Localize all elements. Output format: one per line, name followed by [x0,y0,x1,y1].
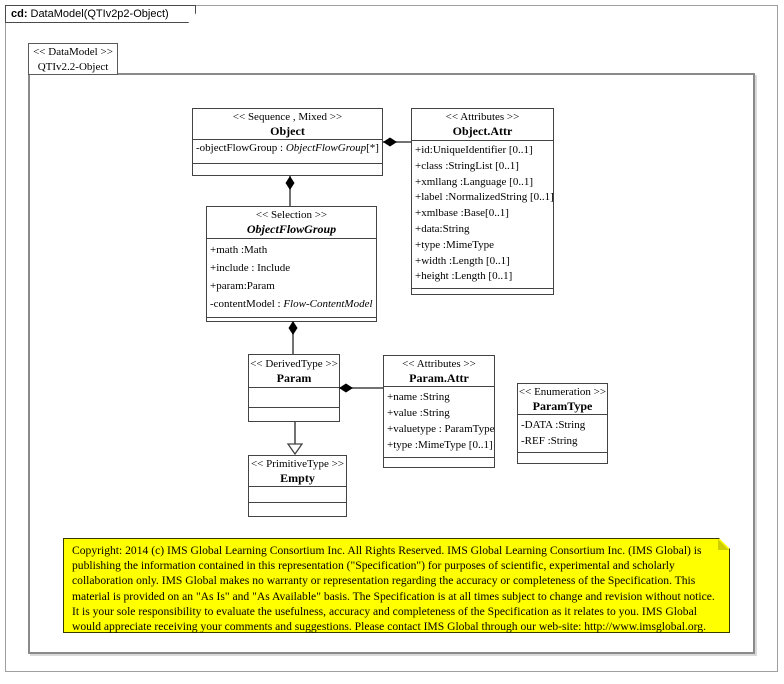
class-param-attr-stereotype: << Attributes >> [402,357,476,370]
class-object-attr-attributes: +id:UniqueIdentifier [0..1] +class :Stri… [412,141,553,289]
attribute-row: +xmlbase :Base[0..1] [415,207,509,220]
attribute-row: -REF :String [521,435,578,447]
class-empty-name: Empty [280,470,315,485]
attribute-row: +math :Math [210,244,268,256]
diagram-title: DataModel(QTIv2p2-Object) [30,8,169,20]
class-paramtype-name: ParamType [532,398,593,413]
class-objectflowgroup-attributes: +math :Math +include : Include +param:Pa… [207,239,376,318]
class-param-attr[interactable]: << Attributes >> Param.Attr +name :Strin… [383,355,495,468]
empty-compartment [249,503,346,516]
attribute-row: +value :String [387,407,450,419]
attribute-row: +label :NormalizedString [0..1] [415,191,553,204]
class-object-name: Object [270,123,305,138]
class-object-attributes: -objectFlowGroup : ObjectFlowGroup[*] [193,140,382,164]
copyright-note[interactable]: Copyright: 2014 (c) IMS Global Learning … [63,538,730,633]
diagram-outer-border [5,5,778,672]
attribute-row: +type :MimeType [0..1] [387,439,493,451]
empty-compartment [249,487,346,503]
diagram-title-tab[interactable]: cd: DataModel(QTIv2p2-Object) [5,5,196,23]
class-paramtype-stereotype: << Enumeration >> [518,385,607,398]
empty-compartment [384,458,494,467]
package-name: QTIv2.2-Object [37,61,109,73]
attribute-row: -objectFlowGroup : ObjectFlowGroup[*] [196,142,379,154]
class-object-attr-header: << Attributes >> Object.Attr [412,109,553,141]
attribute-row: +data:String [415,222,470,235]
attribute-row: +height :Length [0..1] [415,270,513,283]
class-param-attr-header: << Attributes >> Param.Attr [384,356,494,387]
empty-compartment [518,453,607,463]
attribute-row: +type :MimeType [415,238,495,251]
class-empty-stereotype: << PrimitiveType >> [250,457,345,470]
class-paramtype-attributes: -DATA :String -REF :String [518,415,607,453]
class-param[interactable]: << DerivedType >> Param [248,354,340,422]
class-object[interactable]: << Sequence , Mixed >> Object -objectFlo… [192,108,383,176]
copyright-text: Copyright: 2014 (c) IMS Global Learning … [72,544,715,634]
attribute-row: -DATA :String [521,419,586,431]
class-objectflowgroup-name: ObjectFlowGroup [246,222,337,236]
attribute-row: +name :String [387,391,450,403]
class-object-attr[interactable]: << Attributes >> Object.Attr +id:UniqueI… [411,108,554,295]
class-paramtype[interactable]: << Enumeration >> ParamType -DATA :Strin… [517,383,608,464]
attribute-row: -contentModel : Flow-ContentModel [210,298,373,310]
datamodel-package-label[interactable]: << DataModel >> QTIv2.2-Object [28,43,118,75]
empty-compartment [249,408,339,421]
empty-compartment [207,318,376,321]
class-param-attr-name: Param.Attr [409,370,469,385]
class-object-header: << Sequence , Mixed >> Object [193,109,382,140]
package-stereotype: << DataModel >> [33,46,113,58]
class-object-attr-stereotype: << Attributes >> [445,111,520,123]
attribute-row: +id:UniqueIdentifier [0..1] [415,144,533,156]
class-param-name: Param [276,370,312,385]
attribute-row: +width :Length [0..1] [415,254,510,267]
attribute-row: +class :StringList [0..1] [415,159,519,172]
class-empty-header: << PrimitiveType >> Empty [249,456,346,487]
class-param-header: << DerivedType >> Param [249,355,339,388]
class-object-stereotype: << Sequence , Mixed >> [232,110,343,123]
class-objectflowgroup-stereotype: << Selection >> [255,209,328,221]
empty-compartment [249,388,339,408]
class-param-attr-attributes: +name :String +value :String +valuetype … [384,387,494,458]
empty-compartment [412,289,553,294]
class-objectflowgroup-header: << Selection >> ObjectFlowGroup [207,207,376,239]
class-empty[interactable]: << PrimitiveType >> Empty [248,455,347,517]
attribute-row: +xmllang :Language [0..1] [415,175,534,188]
diagram-type-label: cd: [11,8,28,20]
class-paramtype-header: << Enumeration >> ParamType [518,384,607,415]
empty-compartment [193,164,382,175]
attribute-row: +param:Param [210,280,275,292]
class-objectflowgroup[interactable]: << Selection >> ObjectFlowGroup +math :M… [206,206,377,322]
note-fold-corner-icon [718,539,729,550]
class-param-stereotype: << DerivedType >> [250,357,338,370]
attribute-row: +include : Include [210,262,291,274]
class-object-attr-name: Object.Attr [452,124,513,138]
attribute-row: +valuetype : ParamType [387,423,494,435]
